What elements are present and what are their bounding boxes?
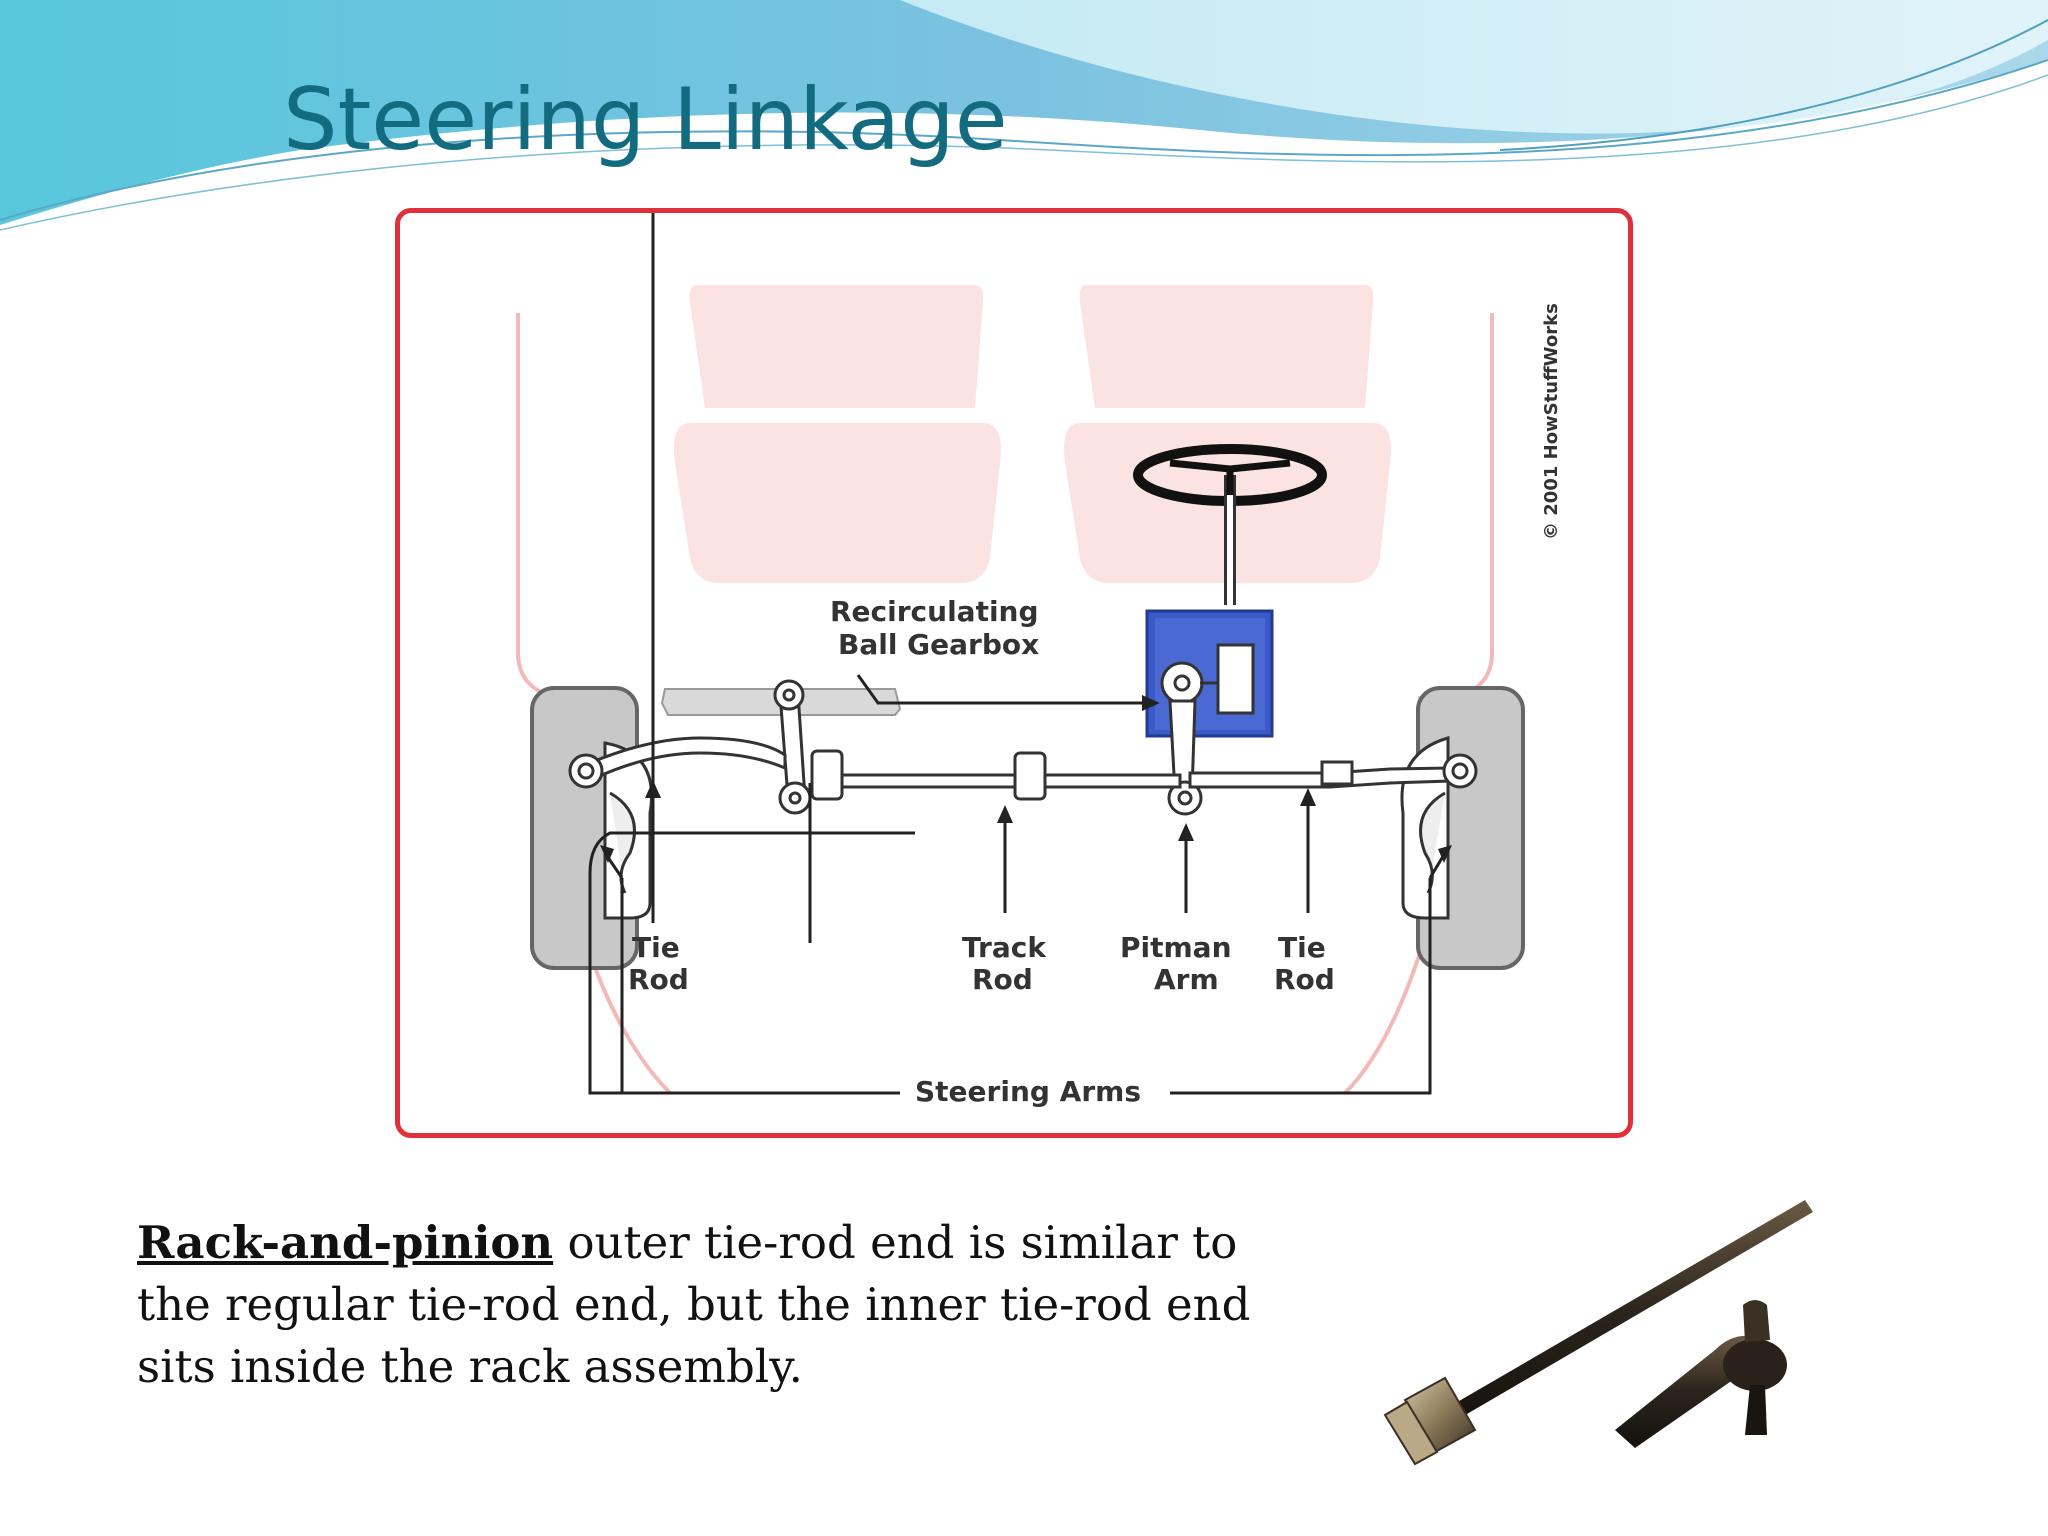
caption-text: outer tie-rod end is similar to the regu…: [137, 1216, 1251, 1393]
copyright-notice: © 2001 HowStuffWorks: [1532, 303, 1832, 540]
label-track-rod-line2: Rod: [972, 963, 1033, 996]
label-pitman-arm-line1: Pitman: [1120, 931, 1232, 964]
tie-rod-photo: [1345, 1160, 1855, 1500]
caption-term: Rack-and-pinion: [137, 1216, 554, 1269]
label-tie-rod-left-line2: Rod: [628, 963, 689, 996]
label-gearbox-line1: Recirculating: [830, 595, 1039, 628]
slide-caption: Rack-and-pinion outer tie-rod end is sim…: [137, 1212, 1257, 1398]
tie-rod-left-part: [588, 736, 787, 781]
label-gearbox-line2: Ball Gearbox: [838, 628, 1040, 661]
steering-diagram-frame: Recirculating Ball Gearbox Tie Rod Track…: [395, 208, 1633, 1138]
slide-title: Steering Linkage: [283, 70, 1008, 170]
callout-arrowheads: [645, 695, 1316, 841]
header-waves-decoration: [0, 0, 2048, 231]
label-tie-rod-right-line1: Tie: [1278, 931, 1326, 964]
track-rod-part: [828, 773, 1182, 789]
label-pitman-arm-line2: Arm: [1154, 963, 1219, 996]
label-track-rod-line1: Track: [962, 931, 1046, 964]
label-tie-rod-left-line1: Tie: [632, 931, 680, 964]
label-steering-arms: Steering Arms: [915, 1075, 1141, 1108]
callout-lines: [588, 213, 1310, 1095]
label-tie-rod-right-line2: Rod: [1274, 963, 1335, 996]
seat-left: [674, 285, 1001, 583]
steering-diagram: [516, 213, 1525, 1095]
